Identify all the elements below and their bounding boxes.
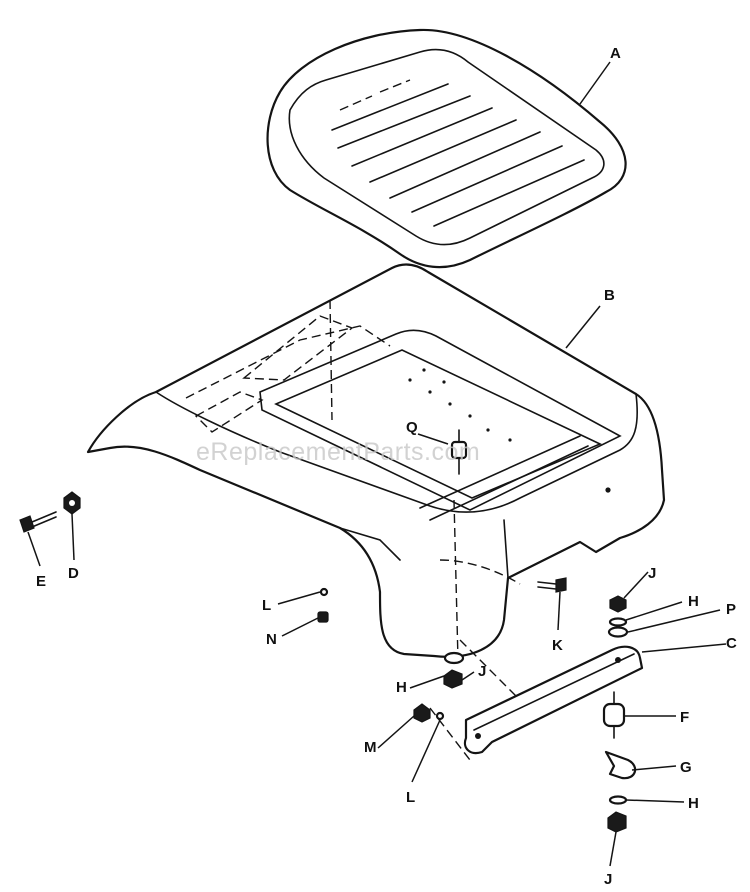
nut-d <box>63 491 81 515</box>
callout-p: P <box>726 601 736 618</box>
callout-m: M <box>364 739 377 756</box>
callout-d: D <box>68 565 79 582</box>
stud-q <box>450 429 468 475</box>
callout-j-top: J <box>648 565 656 582</box>
callout-a: A <box>610 45 621 62</box>
bolt-e <box>19 511 57 533</box>
callout-q: Q <box>406 419 418 436</box>
callout-c: C <box>726 635 737 652</box>
bolt-k <box>537 577 567 593</box>
callout-g: G <box>680 759 692 776</box>
callout-j-bottom: J <box>604 871 612 888</box>
callout-h-bottom: H <box>688 795 699 812</box>
callout-h-middle: H <box>396 679 407 696</box>
callout-j-middle: J <box>478 663 486 680</box>
isolator-f <box>602 691 626 739</box>
callout-l-left: L <box>262 597 271 614</box>
seat-pan <box>86 263 666 761</box>
callout-e: E <box>36 573 46 590</box>
mounting-rail <box>463 645 644 755</box>
callout-f: F <box>680 709 689 726</box>
seat-cushion <box>266 28 627 269</box>
callout-n: N <box>266 631 277 648</box>
callout-b: B <box>604 287 615 304</box>
callout-h-top: H <box>688 593 699 610</box>
callout-k: K <box>552 637 563 654</box>
callout-l-bottom: L <box>406 789 415 806</box>
watermark-text: eReplacementParts.com <box>196 438 480 466</box>
